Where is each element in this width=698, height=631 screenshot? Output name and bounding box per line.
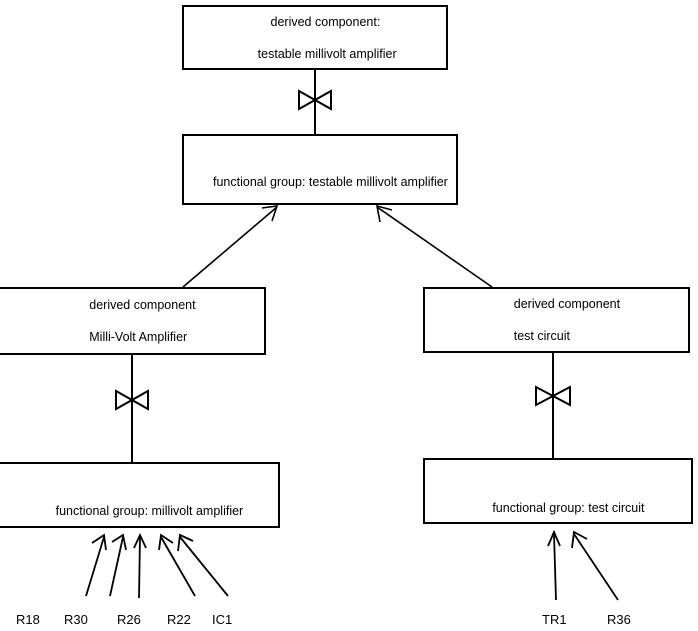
node-functional-group-millivolt-amplifier[interactable]: functional group: millivolt amplifier	[0, 462, 280, 528]
node-derived-component-milli-volt-amplifier[interactable]: derived component Milli-Volt Amplifier	[0, 287, 266, 355]
realization-link-top	[298, 70, 332, 134]
node-label: functional group: millivolt amplifier	[55, 504, 244, 518]
node-label: functional group: testable millivolt amp…	[213, 175, 448, 189]
generalization-arrow-test-circuit	[375, 204, 493, 288]
part-arrow-R22	[158, 533, 196, 597]
part-arrow-R26	[133, 532, 147, 599]
part-label-R30: R30	[64, 612, 88, 627]
node-label: derived component: testable millivolt am…	[254, 14, 397, 61]
part-label-TR1: TR1	[542, 612, 567, 627]
part-label-R36: R36	[607, 612, 631, 627]
part-arrow-TR1	[547, 529, 561, 601]
bowtie-icon	[298, 89, 332, 111]
part-arrow-R18	[85, 533, 107, 597]
part-label-R26: R26	[117, 612, 141, 627]
part-label-R18: R18	[16, 612, 40, 627]
part-label-IC1: IC1	[212, 612, 233, 627]
part-arrow-R36	[571, 530, 619, 601]
node-functional-group-testable-millivolt-amplifier[interactable]: functional group: testable millivolt amp…	[182, 134, 458, 205]
bowtie-icon	[115, 389, 149, 411]
node-derived-component-testable-millivolt-amplifier[interactable]: derived component: testable millivolt am…	[182, 5, 448, 70]
node-label: derived component test circuit	[513, 297, 621, 343]
part-arrow-R30	[109, 533, 127, 597]
node-label: functional group: test circuit	[492, 501, 645, 515]
node-label: derived component Milli-Volt Amplifier	[89, 298, 196, 344]
bowtie-icon	[535, 385, 571, 407]
part-label-R22: R22	[167, 612, 191, 627]
realization-link-millivolt-amplifier	[115, 355, 149, 462]
generalization-arrow-millivolt-amplifier	[182, 205, 279, 288]
part-arrow-IC1	[177, 533, 229, 597]
node-derived-component-test-circuit[interactable]: derived component test circuit	[423, 287, 690, 353]
node-functional-group-test-circuit[interactable]: functional group: test circuit	[423, 458, 693, 524]
realization-link-test-circuit	[535, 353, 571, 458]
